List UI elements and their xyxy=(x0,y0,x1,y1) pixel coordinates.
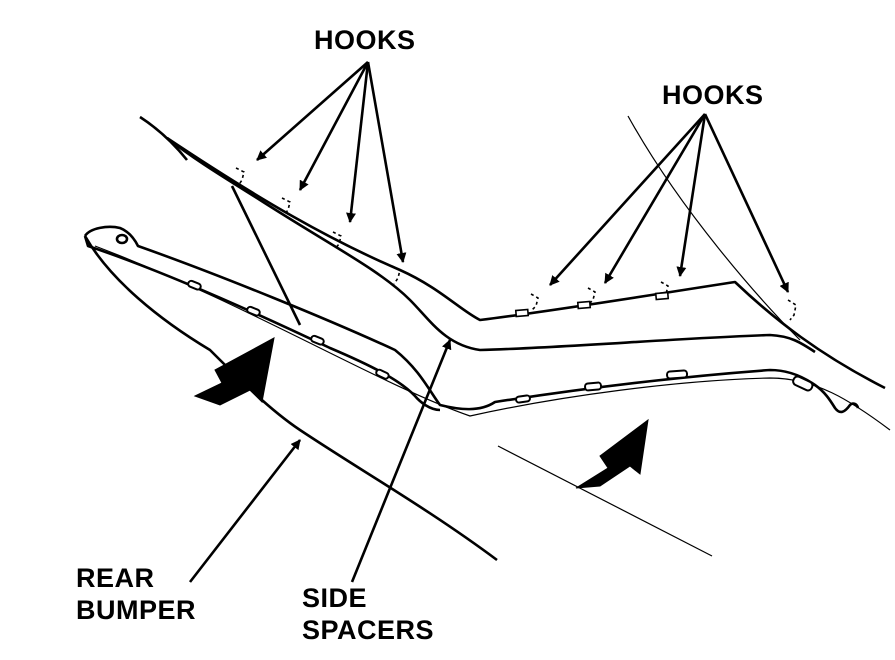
rear-bumper-outline xyxy=(83,235,498,562)
hook-tabs xyxy=(514,291,670,318)
hook-marks xyxy=(235,167,797,321)
hooks-left-arrows xyxy=(256,61,407,263)
side-spacers-label: SIDE SPACERS xyxy=(302,582,434,646)
side-spacer-strip xyxy=(83,225,860,414)
install-arrow-left xyxy=(193,337,275,406)
callout-arrows xyxy=(188,339,452,583)
hooks-label-right: HOOKS xyxy=(662,80,764,110)
rear-bumper-label: REAR BUMPER xyxy=(76,562,196,626)
install-arrow-right xyxy=(575,418,649,489)
rear-panel xyxy=(139,115,886,390)
rear-bumper-label-line2: BUMPER xyxy=(76,595,197,625)
side-spacers-label-line2: SPACERS xyxy=(302,615,435,645)
rear-bumper-label-line1: REAR xyxy=(76,563,155,593)
hooks-right-arrows xyxy=(549,113,790,293)
direction-arrows xyxy=(193,337,649,489)
spacer-slots xyxy=(187,279,814,404)
side-spacers-label-line1: SIDE xyxy=(302,583,368,613)
hooks-label-left: HOOKS xyxy=(314,25,416,55)
